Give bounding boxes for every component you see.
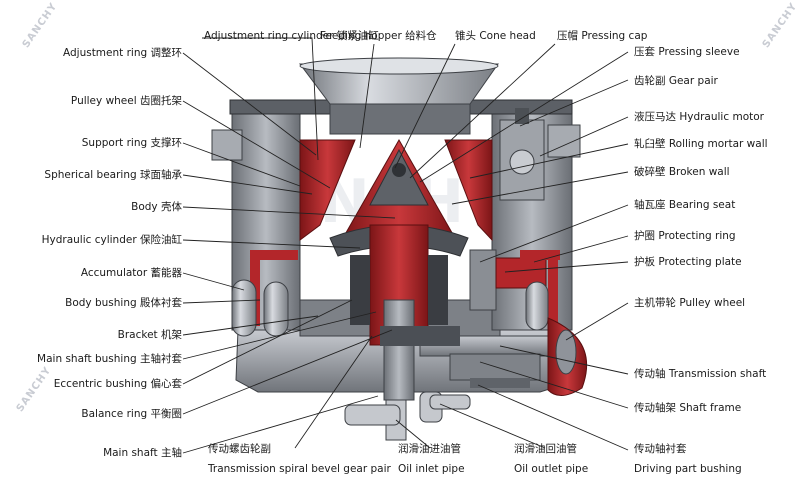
leader-main-shaft-bushing (182, 311, 377, 360)
label-hydraulic-cylinder: Hydraulic cylinder 保险油缸 (41, 234, 182, 246)
rolling-mortar-wall-left (299, 139, 356, 241)
label-pulley-wheel-left: Pulley wheel 齿圈托架 (70, 95, 182, 107)
leader-pressing-sleeve (419, 51, 629, 183)
label-body: Body 壳体 (131, 201, 182, 213)
leader-protecting-plate (504, 261, 629, 273)
leader-gear-pair (519, 79, 629, 127)
leader-driving-part-bushing (477, 384, 629, 451)
leader-cone-head (394, 43, 456, 169)
hopper-neck (329, 103, 471, 135)
hydraulic-cylinder-right (548, 260, 558, 326)
label-oil-inlet-cn: 润滑油进油管 (398, 443, 461, 455)
label-body-bushing: Body bushing 殿体衬套 (65, 297, 182, 309)
label-support-ring: Support ring 支撑环 (81, 137, 182, 149)
label-hydraulic-motor: 液压马达 Hydraulic motor (634, 111, 764, 123)
accumulator-2 (263, 281, 289, 337)
leader-balance-ring (182, 329, 393, 415)
leader-feeding-hopper (359, 43, 375, 149)
gear-pair-hub (509, 149, 535, 175)
leader-lines (182, 37, 629, 454)
label-oil-inlet-en: Oil inlet pipe (398, 463, 465, 475)
hopper-rim (299, 57, 499, 75)
label-protecting-ring: 护圈 Protecting ring (634, 230, 736, 242)
label-gear-pair: 齿轮副 Gear pair (634, 75, 718, 87)
label-shaft-frame: 传动轴架 Shaft frame (634, 402, 742, 414)
main-shaft (383, 299, 415, 401)
leader-support-ring (182, 142, 301, 187)
leader-hydraulic-cylinder (182, 239, 361, 249)
leader-pulley-wheel-right (565, 302, 629, 341)
hydraulic-cylinder-right-top (520, 250, 560, 260)
label-driving-part-bushing-en: Driving part bushing (634, 463, 742, 475)
leader-rolling-mortar-wall (469, 143, 629, 179)
bearing-seat (469, 249, 497, 311)
label-pressing-cap: 压帽 Pressing cap (557, 30, 648, 42)
pressing-cap (369, 148, 429, 206)
spiral-bevel-gear (380, 326, 460, 346)
driving-part-bushing (470, 378, 530, 388)
eccentric-bushing-left (350, 255, 370, 325)
leader-broken-wall (451, 171, 629, 205)
label-bevel-gear-en: Transmission spiral bevel gear pair (208, 463, 391, 475)
label-oil-outlet-en: Oil outlet pipe (514, 463, 589, 475)
label-bevel-gear-cn: 传动螺齿轮副 (208, 443, 271, 455)
leader-pressing-cap (409, 43, 556, 179)
gear-box-right (547, 124, 581, 158)
leader-oil-outlet (439, 403, 546, 449)
eccentric-bushing-right (428, 255, 448, 325)
leader-accumulator (182, 272, 245, 291)
leader-eccentric-bushing (182, 299, 353, 385)
label-adjustment-ring: Adjustment ring 调整环 (62, 47, 182, 59)
leader-body (182, 206, 396, 219)
label-protecting-plate: 护板 Protecting plate (634, 256, 742, 268)
leader-spherical-bearing (182, 174, 313, 195)
hydraulic-cylinder-top (250, 250, 298, 260)
leader-bearing-seat (479, 204, 629, 263)
leader-shaft-frame (479, 361, 629, 409)
label-feeding-hopper: Feeding hopper 给料仓 (320, 30, 437, 42)
pulley-hub (555, 329, 577, 375)
leader-pulley-wheel-left (182, 100, 331, 189)
label-oil-outlet-cn: 润滑油回油管 (514, 443, 577, 455)
leader-hydraulic-motor (539, 116, 629, 157)
oil-pipe-elbow (344, 404, 401, 426)
leader-bevel-gear (294, 335, 373, 449)
leader-adjustment-ring-cylinder (202, 37, 319, 161)
pulley-wheel-left-part (211, 129, 243, 161)
label-eccentric-bushing: Eccentric bushing 偏心套 (53, 378, 182, 390)
leader-transmission-shaft (499, 345, 629, 375)
leader-adjustment-ring (182, 52, 317, 156)
label-driving-part-bushing-cn: 传动轴衬套 (634, 443, 687, 455)
accumulator-1 (231, 279, 257, 337)
label-accumulator: Accumulator 蓄能器 (80, 267, 182, 279)
leader-oil-inlet (395, 419, 431, 449)
label-broken-wall: 破碎壁 Broken wall (634, 166, 730, 178)
label-main-shaft: Main shaft 主轴 (103, 447, 182, 459)
label-rolling-mortar-wall: 轧臼壁 Rolling mortar wall (634, 138, 768, 150)
label-transmission-shaft: 传动轴 Transmission shaft (634, 368, 767, 380)
rolling-mortar-wall-right (444, 139, 493, 242)
label-bearing-seat: 轴瓦座 Bearing seat (634, 199, 736, 211)
label-cone-head: 锥头 Cone head (455, 30, 536, 42)
leader-body-bushing (182, 299, 261, 304)
label-balance-ring: Balance ring 平衡圈 (81, 408, 182, 420)
oil-outlet-elbow (429, 394, 471, 410)
leader-bracket (182, 315, 319, 336)
label-bracket: Bracket 机架 (117, 329, 182, 341)
leader-main-shaft (182, 395, 379, 454)
label-spherical-bearing: Spherical bearing 球面轴承 (44, 169, 182, 181)
label-main-shaft-bushing: Main shaft bushing 主轴衬套 (37, 353, 182, 365)
pressing-sleeve-bolt (392, 163, 406, 177)
accumulator-3 (525, 281, 549, 331)
label-pulley-wheel-right: 主机带轮 Pulley wheel (634, 297, 746, 309)
leader-protecting-ring (533, 235, 629, 263)
label-adjustment-ring-cylinder: Adjustment ring cylinder 锁紧油缸 (204, 30, 379, 42)
label-pressing-sleeve: 压套 Pressing sleeve (634, 46, 740, 58)
